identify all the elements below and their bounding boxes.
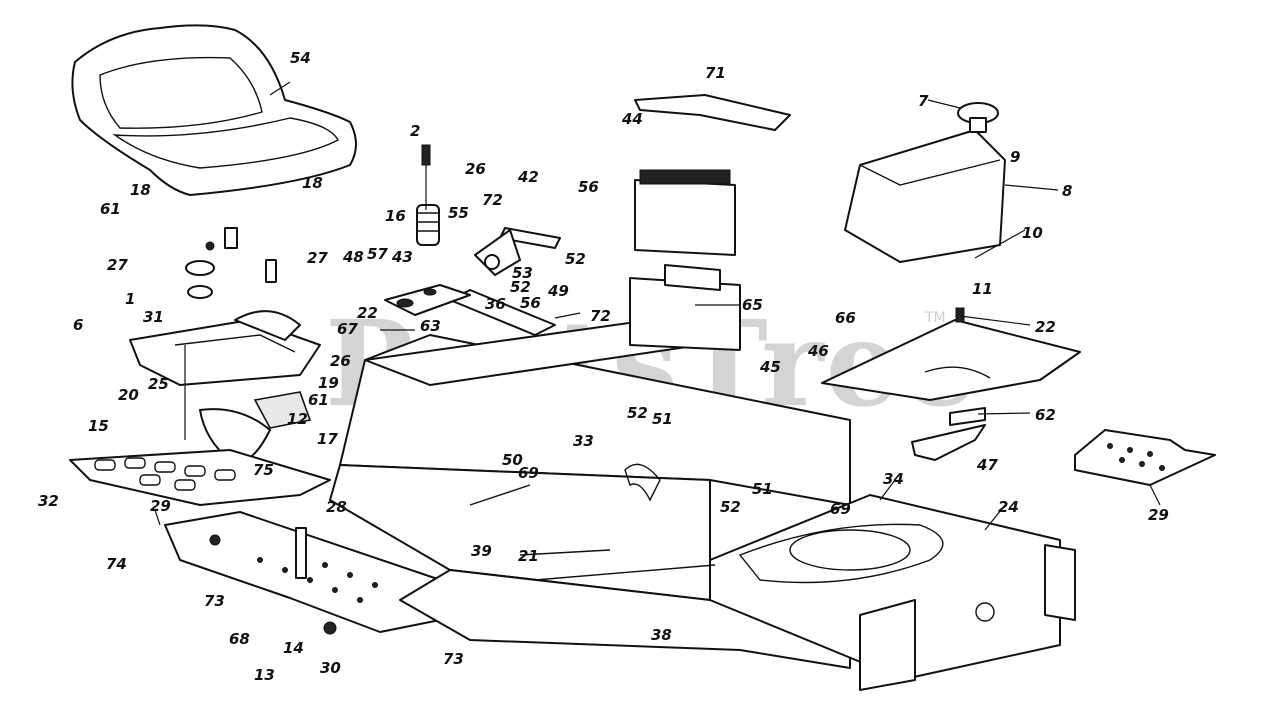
seat-part [71,24,357,196]
callout-label: 75 [253,461,274,479]
frame-part [329,289,1076,691]
hood-plate-part [821,307,1081,401]
callout-label: 33 [573,432,594,450]
callout-label: 1 [125,290,135,308]
callout-label: 29 [150,497,171,515]
callout-label: 54 [290,49,311,67]
callout-label: 38 [651,626,672,644]
callout-label: 48 [342,248,364,266]
pedal-part [911,407,986,461]
callout-label: 44 [621,110,643,128]
callout-label: 57 [367,245,388,263]
callout-label: 29 [1148,506,1169,524]
callout-label: 71 [705,64,726,82]
callout-label: 12 [287,410,308,428]
callout-label: 61 [308,391,329,409]
lever-part [474,227,561,276]
callout-label: 72 [482,191,503,209]
callout-label: 56 [578,178,599,196]
callout-label: 16 [385,207,406,225]
callout-label: 28 [326,498,347,516]
callout-label: 7 [918,92,929,110]
callout-label: 22 [357,304,378,322]
callout-label: 69 [830,500,851,518]
rod-parts [469,484,716,581]
footrest-left-part [164,511,471,635]
callout-label: 6 [73,316,83,334]
callout-label: 52 [510,278,531,296]
callout-label: 34 [883,470,904,488]
callout-label: 73 [204,592,225,610]
callout-label: 67 [337,320,358,338]
footrest-right-part [1074,429,1216,486]
callout-label: 72 [590,307,611,325]
callout-label: 63 [420,317,441,335]
seat-hardware [129,227,321,463]
callout-label: 66 [835,309,856,327]
spring-part [416,144,440,246]
callout-label: 18 [130,181,151,199]
callout-label: 50 [502,451,523,469]
callout-label: 31 [143,308,164,326]
callout-label: 53 [512,264,533,282]
callout-label: 24 [998,498,1019,516]
fuel-tank-part [844,102,1006,263]
callout-label: 47 [976,456,998,474]
callout-label: 46 [807,342,829,360]
callout-label: 56 [520,294,541,312]
battery-part [629,94,791,351]
callout-label: 21 [518,547,539,565]
callout-label: 74 [106,555,127,573]
callout-label: 69 [518,464,539,482]
callout-label: 2 [410,122,420,140]
callout-label: 52 [565,250,586,268]
callout-label: 51 [752,480,773,498]
callout-label: 68 [229,630,250,648]
callout-label: 25 [148,375,169,393]
callout-label: 30 [320,659,341,677]
callout-label: 52 [720,498,741,516]
callout-label: 51 [652,410,673,428]
callout-label: 27 [307,249,328,267]
callout-label: 13 [254,666,275,684]
callout-label: 27 [107,256,128,274]
foot-pad-part [69,449,331,506]
callout-label: 14 [283,639,304,657]
callout-label: 49 [547,282,569,300]
callout-label: 11 [972,280,993,298]
callout-labels: 54 2 71 7 44 26 42 56 18 18 9 8 61 16 55… [38,49,1169,684]
callout-label: 22 [1035,318,1056,336]
callout-label: 20 [118,386,139,404]
callout-label: 15 [88,417,109,435]
callout-label: 52 [627,404,648,422]
callout-label: 32 [38,492,59,510]
callout-label: 9 [1010,148,1020,166]
callout-label: 39 [471,542,492,560]
callout-label: 19 [318,374,339,392]
callout-label: 17 [317,430,338,448]
callout-label: 10 [1022,224,1043,242]
callout-label: 8 [1062,182,1072,200]
callout-label: 61 [100,200,121,218]
watermark-trademark: TM [924,310,946,326]
callout-label: 62 [1035,406,1056,424]
callout-label: 73 [443,650,464,668]
callout-label: 55 [448,204,469,222]
callout-label: 26 [465,160,486,178]
callout-label: 18 [302,174,323,192]
callout-label: 26 [330,352,351,370]
callout-label: 45 [759,358,781,376]
callout-label: 65 [742,296,763,314]
leader-lines [154,81,1161,531]
bracket-part [384,284,471,316]
callout-label: 36 [485,295,506,313]
callout-label: 43 [391,248,413,266]
callout-label: 42 [517,168,539,186]
